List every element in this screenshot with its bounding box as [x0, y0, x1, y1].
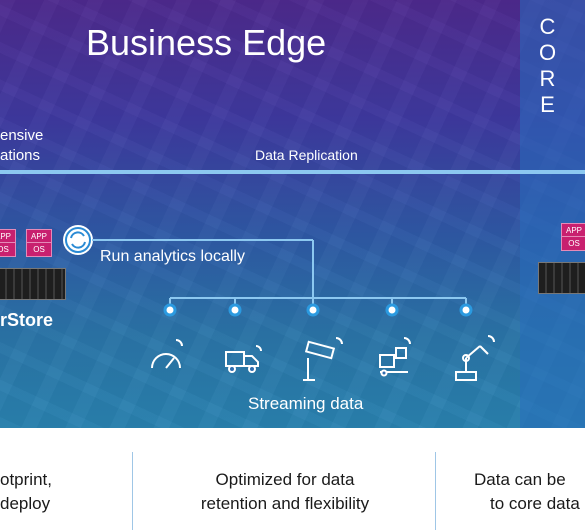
business-edge-hero: CORE Business Edge ensive ations Data Re…	[0, 0, 585, 428]
robot-arm-icon	[455, 335, 495, 381]
analytics-sync-icon	[63, 225, 93, 255]
streaming-data-label: Streaming data	[248, 394, 364, 413]
footer-col1-line2: deploy	[0, 494, 51, 513]
data-replication-line	[0, 170, 585, 174]
core-label: CORE	[535, 14, 560, 118]
os-chip-left-2: OS	[26, 242, 52, 257]
city-background	[0, 0, 585, 428]
left-caption-line2: ations	[0, 147, 41, 164]
left-caption-line1: ensive	[0, 127, 44, 144]
storage-server-left	[0, 268, 66, 300]
truck-icon	[225, 345, 262, 373]
footer-col-2: Optimized for data retention and flexibi…	[150, 468, 420, 516]
run-analytics-label: Run analytics locally	[100, 248, 245, 265]
footer-divider-2	[435, 452, 436, 530]
footer-col1-line1: otprint,	[0, 470, 52, 489]
page-title: Business Edge	[86, 22, 327, 63]
streaming-diagram	[63, 225, 495, 381]
forklift-icon	[379, 337, 411, 377]
camera-icon	[303, 337, 343, 381]
app-chip-left-2: APP	[26, 229, 52, 244]
footer-col-3: Data can be to core data	[458, 468, 585, 516]
footer-col3-line1: Data can be	[474, 470, 566, 489]
storage-server-core	[538, 262, 585, 294]
footer-divider-1	[132, 452, 133, 530]
core-panel	[520, 0, 585, 428]
footer-col2-line1: Optimized for data	[215, 470, 355, 489]
store-label: rStore	[0, 310, 54, 330]
os-chip-core: OS	[561, 236, 585, 251]
data-replication-label: Data Replication	[255, 147, 358, 163]
footer-col2-line2: retention and flexibility	[200, 494, 370, 513]
footer-col3-line2: to core data	[490, 494, 580, 513]
gauge-icon	[151, 339, 183, 369]
connector-nodes	[163, 303, 473, 317]
os-chip-left-1: OS	[0, 242, 16, 257]
footer-col-1: otprint, deploy	[0, 468, 70, 516]
